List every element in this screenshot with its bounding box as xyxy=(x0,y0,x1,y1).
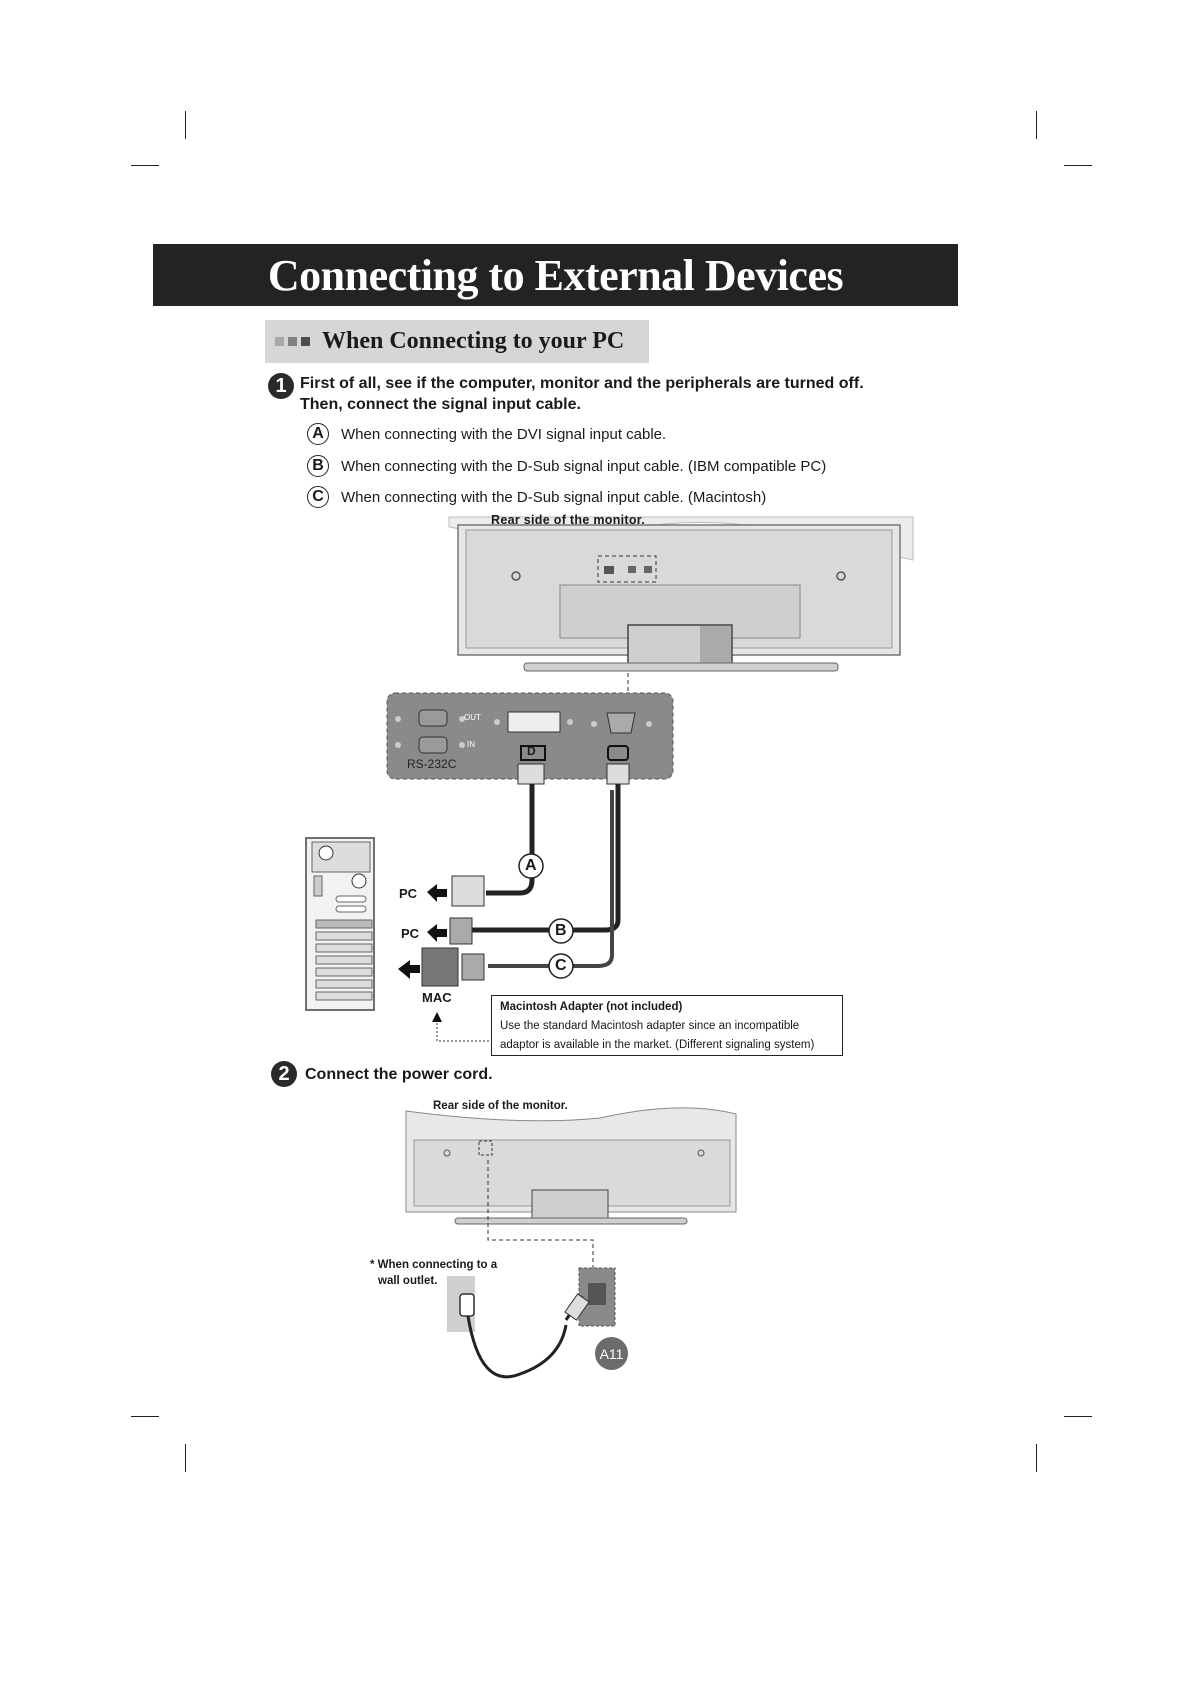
connector-panel xyxy=(386,692,674,780)
step-1-number: 1 xyxy=(268,373,294,399)
page-number-badge: A11 xyxy=(595,1337,628,1370)
callout-c xyxy=(548,953,574,979)
callout-a-letter: A xyxy=(525,857,537,874)
callout-c-letter: C xyxy=(555,957,567,974)
step-2-number: 2 xyxy=(271,1061,297,1087)
note-line: adaptor is available in the market. (Dif… xyxy=(500,1039,815,1051)
wall-outlet-note: * When connecting to a xyxy=(370,1259,498,1271)
option-a: A When connecting with the DVI signal in… xyxy=(307,423,666,445)
page-title: Connecting to External Devices xyxy=(267,250,844,300)
step-1-line-1: First of all, see if the computer, monit… xyxy=(300,375,864,392)
note-line: Use the standard Macintosh adapter since… xyxy=(500,1020,800,1032)
pc-label: PC xyxy=(401,926,420,941)
crop-mark xyxy=(131,165,159,166)
callout-a xyxy=(518,853,544,879)
crop-mark xyxy=(185,1444,186,1472)
option-c: C When connecting with the D-Sub signal … xyxy=(307,486,766,508)
page-title-bar: Connecting to External Devices xyxy=(153,244,958,306)
square-icon xyxy=(301,337,310,346)
option-text: When connecting with the DVI signal inpu… xyxy=(341,425,667,443)
note-title: Macintosh Adapter (not included) xyxy=(500,1001,683,1013)
rear-side-label-2: Rear side of the monitor. xyxy=(433,1100,568,1112)
rs232-label: RS-232C xyxy=(407,757,457,771)
crop-mark xyxy=(1036,1444,1037,1472)
step-1-line-2: Then, connect the signal input cable. xyxy=(300,396,581,413)
power-cord xyxy=(466,1293,590,1379)
crop-mark xyxy=(185,111,186,139)
port-in-label: IN xyxy=(467,740,475,749)
option-text: When connecting with the D-Sub signal in… xyxy=(341,488,767,506)
section-header: When Connecting to your PC xyxy=(265,320,649,363)
square-icon xyxy=(275,337,284,346)
power-socket xyxy=(578,1267,616,1327)
square-icon xyxy=(288,337,297,346)
option-b: B When connecting with the D-Sub signal … xyxy=(307,455,826,477)
rear-side-label: Rear side of the monitor. xyxy=(491,513,646,527)
pc-label: PC xyxy=(399,886,418,901)
option-letter: C xyxy=(307,486,329,508)
option-text: When connecting with the D-Sub signal in… xyxy=(341,457,827,475)
monitor-rear-illustration-small xyxy=(405,1107,737,1268)
callout-b-letter: B xyxy=(555,922,567,939)
callout-b xyxy=(548,918,574,944)
mac-label: MAC xyxy=(422,990,452,1005)
wall-outlet-note: wall outlet. xyxy=(378,1275,438,1287)
macintosh-adapter-note: Macintosh Adapter (not included) Use the… xyxy=(491,995,843,1056)
crop-mark xyxy=(131,1416,159,1417)
port-out-label: OUT xyxy=(464,713,481,722)
monitor-rear-illustration xyxy=(448,516,914,695)
crop-mark xyxy=(1036,111,1037,139)
cable-plugs xyxy=(421,875,485,987)
crop-mark xyxy=(1064,165,1092,166)
option-letter: A xyxy=(307,423,329,445)
option-letter: B xyxy=(307,455,329,477)
dvi-symbol: D xyxy=(527,744,536,758)
step-2-text: Connect the power cord. xyxy=(305,1066,493,1083)
section-title: When Connecting to your PC xyxy=(322,328,625,354)
crop-mark xyxy=(1064,1416,1092,1417)
pc-tower-illustration xyxy=(305,837,375,1011)
arrow-icon xyxy=(398,884,447,979)
